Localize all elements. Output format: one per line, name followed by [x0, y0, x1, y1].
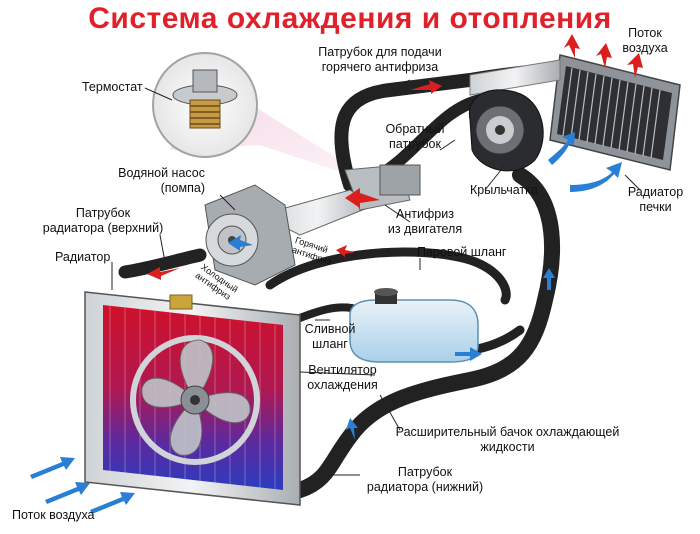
label-impeller: Крыльчатка — [470, 183, 538, 197]
label-line: Патрубок — [397, 465, 453, 479]
label-line: Патрубок — [75, 206, 131, 220]
label-line: радиатора (верхний) — [42, 221, 164, 235]
label-expansion-tank: Расширительный бачок охлаждающей жидкост… — [395, 425, 620, 455]
label-line: охлаждения — [307, 378, 378, 392]
hot-arrow-icon — [336, 245, 355, 257]
air-arrow-icon — [564, 34, 580, 58]
label-line: Сливной — [304, 322, 356, 336]
air-arrow-icon — [596, 43, 612, 68]
label-lower-hose: Патрубок радиатора (нижний) — [360, 465, 490, 495]
cold-arrow-icon — [570, 162, 622, 192]
label-line: воздуха — [622, 41, 668, 55]
expansion-tank — [349, 288, 479, 363]
air-arrow-icon — [627, 53, 643, 78]
label-heater-radiator: Радиатор печки — [618, 185, 693, 215]
label-antifreeze-from-engine: Антифриз из двигателя — [380, 207, 470, 237]
label-line: Антифриз — [396, 207, 454, 221]
hot-arrow-icon — [410, 80, 442, 94]
label-line: жидкости — [480, 440, 535, 454]
water-pump — [204, 184, 296, 286]
label-line: шланг — [312, 337, 348, 351]
air-arrow-icon — [90, 492, 135, 514]
label-air-flow-bottom: Поток воздуха — [12, 508, 95, 522]
upper-radiator-hose — [118, 248, 207, 279]
label-line: Водяной насос — [118, 166, 205, 180]
label-fan: Вентилятор охлаждения — [300, 363, 385, 393]
cold-arrow-icon — [455, 347, 482, 361]
steam-hose — [265, 247, 511, 305]
cooling-fan — [130, 335, 260, 465]
hot-flow-arrows — [147, 34, 643, 280]
heater-lower-hose — [277, 167, 561, 500]
cold-arrow-icon — [543, 268, 555, 290]
label-line: Патрубок для подачи — [318, 45, 442, 59]
label-radiator: Радиатор — [55, 250, 111, 264]
label-line: (помпа) — [160, 181, 205, 195]
label-upper-hose: Патрубок радиатора (верхний) — [28, 206, 178, 236]
label-line: патрубок — [389, 137, 441, 151]
label-thermostat: Термостат — [82, 80, 143, 94]
thermostat-inset — [152, 52, 258, 158]
leader-lines — [111, 79, 641, 476]
label-line: радиатора (нижний) — [366, 480, 484, 494]
hot-arrow-icon — [345, 188, 380, 208]
cold-arrow-icon — [346, 418, 358, 440]
label-steam-hose: Паровой шланг — [417, 245, 507, 259]
label-line: Поток — [628, 26, 662, 40]
label-water-pump: Водяной насос (помпа) — [95, 166, 205, 196]
engine-pipes — [258, 164, 421, 236]
air-arrow-icon — [45, 482, 90, 504]
blower-impeller — [468, 89, 544, 172]
label-line: Вентилятор — [308, 363, 377, 377]
label-hot-hose: Патрубок для подачи горячего антифриза — [300, 45, 460, 75]
label-return-hose: Обратный патрубок — [375, 122, 455, 152]
label-air-flow-top: Поток воздуха — [610, 26, 680, 56]
page-title: Система охлаждения и отопления — [88, 2, 612, 35]
heater-radiator — [469, 54, 681, 171]
label-line: печки — [639, 200, 672, 214]
hot-arrow-icon — [147, 267, 180, 280]
cold-arrow-icon — [548, 132, 575, 165]
label-line: Радиатор — [627, 185, 684, 199]
label-line: Обратный — [385, 122, 445, 136]
main-radiator — [84, 291, 301, 506]
label-line: горячего антифриза — [321, 60, 439, 74]
cold-arrow-icon — [228, 235, 253, 251]
cold-flow-arrows — [30, 132, 622, 514]
label-line: Расширительный бачок охлаждающей — [395, 425, 620, 439]
air-arrow-icon — [30, 457, 75, 479]
label-drain-hose: Сливной шланг — [300, 322, 360, 352]
label-line: из двигателя — [387, 222, 463, 236]
